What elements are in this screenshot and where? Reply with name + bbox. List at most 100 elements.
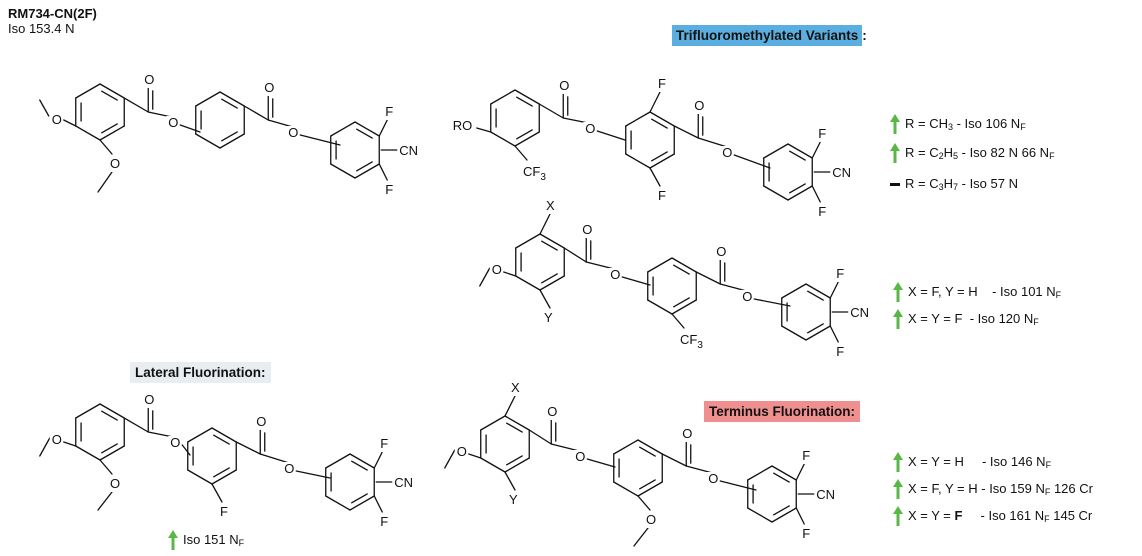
fluorine-label: F <box>658 188 666 203</box>
note-text: X = Y = F - Iso 120 NF <box>908 311 1039 327</box>
atom-label-background <box>521 165 546 180</box>
bond <box>514 131 540 147</box>
oxygen-label: O <box>585 121 595 136</box>
bond <box>586 458 616 468</box>
atom-label-background <box>830 166 850 181</box>
atom-label-background <box>583 122 595 137</box>
bond <box>763 143 789 159</box>
bond <box>639 446 656 457</box>
bond <box>325 453 351 469</box>
oxygen-label: O <box>610 267 620 282</box>
bond <box>649 167 661 187</box>
bond <box>351 493 368 504</box>
bond <box>539 275 565 291</box>
bond <box>671 299 697 315</box>
fluorine-label: F <box>380 436 388 451</box>
fluorine-label: F <box>802 448 810 463</box>
bond <box>123 97 149 113</box>
bond <box>671 257 697 273</box>
atom-label-background <box>580 223 592 238</box>
bond <box>829 281 839 299</box>
oxygen-label: O <box>575 449 585 464</box>
atom-label-background <box>282 462 294 477</box>
atom-label-background <box>378 515 390 530</box>
bond <box>807 323 824 334</box>
bond <box>211 469 237 485</box>
oxygen-label: O <box>722 145 732 160</box>
bond <box>351 460 368 471</box>
bond <box>621 276 651 286</box>
bond <box>504 415 530 431</box>
bond <box>516 96 533 107</box>
bond <box>541 273 558 284</box>
bond <box>647 257 673 273</box>
atom-label-background <box>218 505 230 520</box>
note-x-f-y-h: X = F, Y = H - Iso 101 NF <box>893 282 1061 302</box>
bond <box>649 153 675 169</box>
bond <box>480 415 506 431</box>
cyano-label: CN <box>850 305 869 320</box>
oxygen-label: O <box>264 80 274 95</box>
bond <box>673 297 690 308</box>
bond <box>639 479 656 490</box>
dash-icon <box>890 182 900 186</box>
bond <box>506 422 523 433</box>
oxygen-label: O <box>110 476 120 491</box>
atom-label-background <box>397 144 417 159</box>
bond <box>99 459 113 475</box>
bond <box>538 103 564 119</box>
bond <box>221 131 238 142</box>
bond <box>773 472 790 483</box>
cyano-label: CN <box>832 165 851 180</box>
bond <box>829 325 839 343</box>
oxygen-label: O <box>144 392 154 407</box>
bond <box>211 483 223 503</box>
bond <box>99 445 125 461</box>
fluorine-label: F <box>658 76 666 91</box>
bond <box>101 90 118 101</box>
heading-terminus-fluorination: Terminus Fluorination: <box>704 401 860 422</box>
bond <box>649 91 661 113</box>
note-text: Iso 151 NF <box>183 532 245 548</box>
bond <box>75 403 101 419</box>
y-label: Y <box>509 492 518 507</box>
note-x-y-f: X = Y = F - Iso 120 NF <box>893 309 1039 329</box>
bond <box>187 427 213 443</box>
heading-trifluoromethylated-text: Trifluoromethylated Variants <box>672 25 863 46</box>
heading-lateral-fluorination: Lateral Fluorination: <box>130 362 271 383</box>
bond <box>773 505 790 516</box>
bond <box>479 267 491 287</box>
bond <box>490 89 516 105</box>
bond <box>378 119 388 137</box>
atom-label-background <box>254 415 266 430</box>
x-label: X <box>546 198 555 213</box>
bond <box>219 91 245 107</box>
note-lateral: Iso 151 NF <box>168 530 244 550</box>
bond <box>661 453 687 467</box>
atom-label-background <box>644 513 656 528</box>
bond <box>637 439 663 455</box>
bond <box>671 313 685 329</box>
atom-label-background <box>108 157 120 172</box>
oxygen-label: O <box>742 289 752 304</box>
bond <box>673 264 690 275</box>
bond <box>490 131 516 147</box>
y-label: Y <box>544 310 553 325</box>
bond <box>373 451 383 469</box>
bond <box>299 134 341 146</box>
oxygen-label: O <box>110 156 120 171</box>
up-arrow-icon <box>893 479 903 499</box>
bond <box>101 123 118 134</box>
heading-trifluoromethylated: Trifluoromethylated Variants: <box>672 25 867 46</box>
bond <box>795 507 805 525</box>
bond <box>625 111 651 127</box>
atom-label-background <box>166 116 178 131</box>
fluorine-label: F <box>220 504 228 519</box>
oxygen-label: O <box>708 471 718 486</box>
oxygen-label: O <box>52 432 62 447</box>
atom-label-background <box>800 527 812 542</box>
bond <box>753 298 791 307</box>
bond <box>787 143 813 159</box>
bond <box>97 171 113 193</box>
